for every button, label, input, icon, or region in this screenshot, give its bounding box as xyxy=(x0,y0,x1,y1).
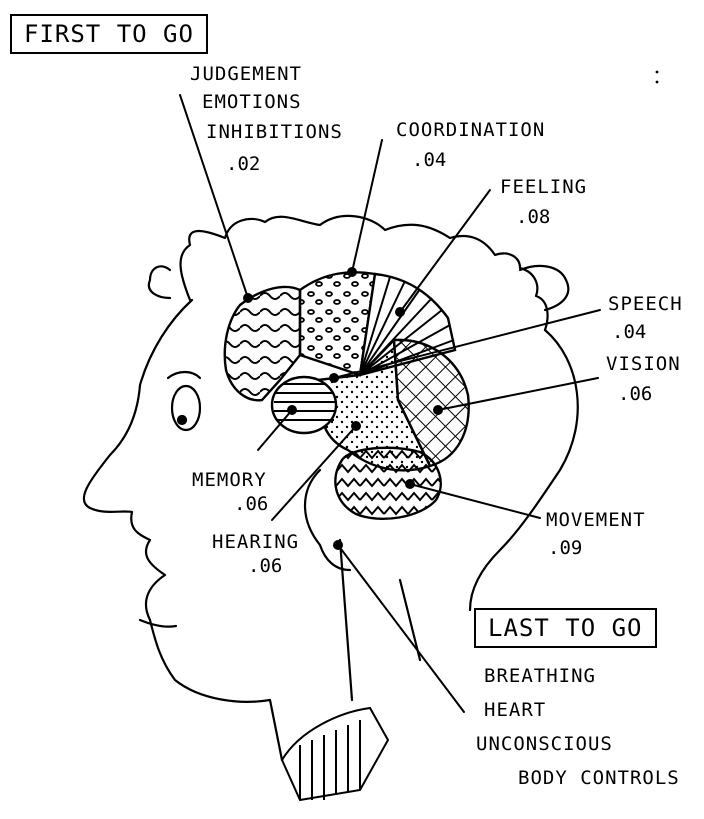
leader-feeling xyxy=(400,190,490,312)
value-coordination: .04 xyxy=(412,148,446,172)
leader-last-to-go xyxy=(338,545,464,712)
label-movement: MOVEMENT xyxy=(546,508,646,532)
last-breathing: BREATHING xyxy=(484,664,596,688)
label-coordination: COORDINATION xyxy=(396,118,545,142)
value-speech: .04 xyxy=(612,320,646,344)
label-hearing: HEARING xyxy=(212,530,299,554)
last-to-go-box: LAST TO GO xyxy=(474,608,657,648)
leader-coordination xyxy=(352,140,382,272)
value-memory: .06 xyxy=(234,492,268,516)
value-judgement: .02 xyxy=(226,152,260,176)
region-movement xyxy=(335,448,440,519)
first-to-go-box: FIRST TO GO xyxy=(10,14,208,54)
label-memory: MEMORY xyxy=(192,468,267,492)
last-heart: HEART xyxy=(484,698,546,722)
region-memory xyxy=(272,377,336,433)
label-speech: SPEECH xyxy=(608,292,683,316)
value-movement: .09 xyxy=(548,536,582,560)
back-of-head xyxy=(470,330,578,610)
label-feeling: FEELING xyxy=(500,175,587,199)
sweater-collar xyxy=(282,708,388,800)
label-inhibitions: INHIBITIONS xyxy=(206,120,343,144)
eye xyxy=(172,386,200,430)
value-hearing: .06 xyxy=(248,554,282,578)
mouth xyxy=(140,620,176,627)
value-vision: .06 xyxy=(618,382,652,406)
value-feeling: .08 xyxy=(516,205,550,229)
label-vision: VISION xyxy=(606,352,681,376)
last-body-controls: BODY CONTROLS xyxy=(518,766,680,790)
last-unconscious: UNCONSCIOUS xyxy=(476,732,613,756)
label-judgement: JUDGEMENT xyxy=(190,62,302,86)
label-emotions: EMOTIONS xyxy=(202,90,302,114)
